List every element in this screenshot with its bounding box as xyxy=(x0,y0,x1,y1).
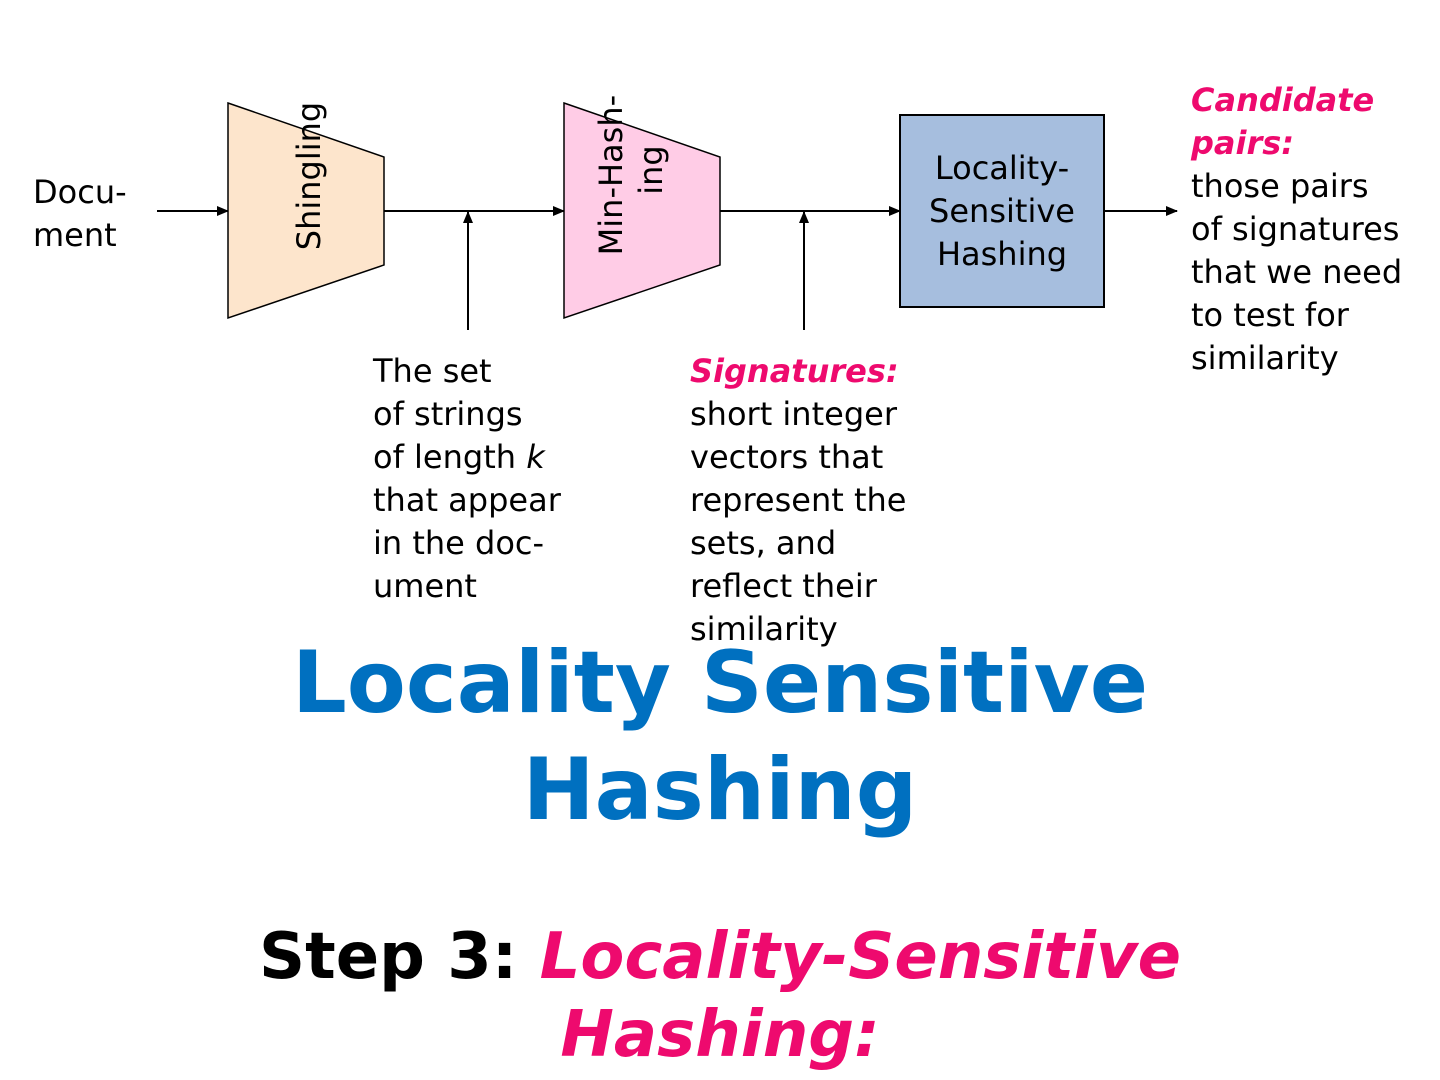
candidates-heading-line: pairs: xyxy=(1191,124,1295,162)
lsh-label-line: Sensitive xyxy=(929,192,1075,230)
document-label-line: ment xyxy=(33,216,117,254)
step-prefix: Step 3: xyxy=(259,920,540,994)
signatures-line: similarity xyxy=(690,610,838,648)
signatures-line: reflect their xyxy=(690,567,877,605)
step-subtitle: Step 3: Locality-Sensitive Hashing: xyxy=(0,918,1440,1074)
candidates-heading-line: Candidate xyxy=(1191,81,1375,119)
signatures-line: sets, and xyxy=(690,524,837,562)
candidates-line: to test for xyxy=(1191,296,1349,334)
signatures-description: Signatures: short integer vectors that r… xyxy=(690,350,906,651)
shingling-block xyxy=(227,101,385,320)
slide-title-line: Locality Sensitive xyxy=(291,633,1149,733)
shingles-line: that appear xyxy=(373,481,561,519)
lsh-label-line: Hashing xyxy=(936,235,1068,273)
step-line-1: Step 3: Locality-Sensitive xyxy=(0,918,1440,996)
candidates-line: that we need xyxy=(1191,253,1403,291)
shingles-line: The set xyxy=(373,352,492,390)
lsh-label: Locality- Sensitive Hashing xyxy=(900,147,1104,276)
step-line-2: Hashing: xyxy=(560,998,880,1072)
lsh-block xyxy=(899,114,1105,308)
candidates-line: similarity xyxy=(1191,339,1339,377)
shingles-length-prefix: of length xyxy=(373,438,527,476)
document-label: Docu- ment xyxy=(33,171,127,257)
signatures-line: represent the xyxy=(690,481,907,519)
signatures-heading: Signatures: xyxy=(690,352,899,390)
minhash-label-line-2: ing xyxy=(632,145,670,194)
shingles-description: The set of strings of length k that appe… xyxy=(373,350,561,608)
step-emphasis: Locality-Sensitive xyxy=(539,920,1181,994)
shingles-line: in the doc- xyxy=(373,524,545,562)
lsh-label-line: Locality- xyxy=(934,149,1070,187)
candidates-description: Candidate pairs: those pairs of signatur… xyxy=(1191,79,1402,380)
slide-title: Locality Sensitive Hashing xyxy=(0,630,1440,844)
signatures-line: short integer xyxy=(690,395,897,433)
minhash-label-line-1: Min-Hash- xyxy=(592,95,630,256)
candidates-line: those pairs xyxy=(1191,167,1369,205)
candidates-line: of signatures xyxy=(1191,210,1400,248)
shingles-line: of strings xyxy=(373,395,523,433)
shingles-line: ument xyxy=(373,567,477,605)
signatures-line: vectors that xyxy=(690,438,884,476)
minhash-label: Min-Hash- ing xyxy=(592,85,670,256)
shingles-length-var: k xyxy=(526,438,545,476)
slide-title-line: Hashing xyxy=(522,740,918,840)
document-label-line: Docu- xyxy=(33,173,127,211)
shingling-label: Shingling xyxy=(290,102,328,250)
shingles-length-line: of length k xyxy=(373,436,561,479)
minhash-block xyxy=(563,101,721,320)
